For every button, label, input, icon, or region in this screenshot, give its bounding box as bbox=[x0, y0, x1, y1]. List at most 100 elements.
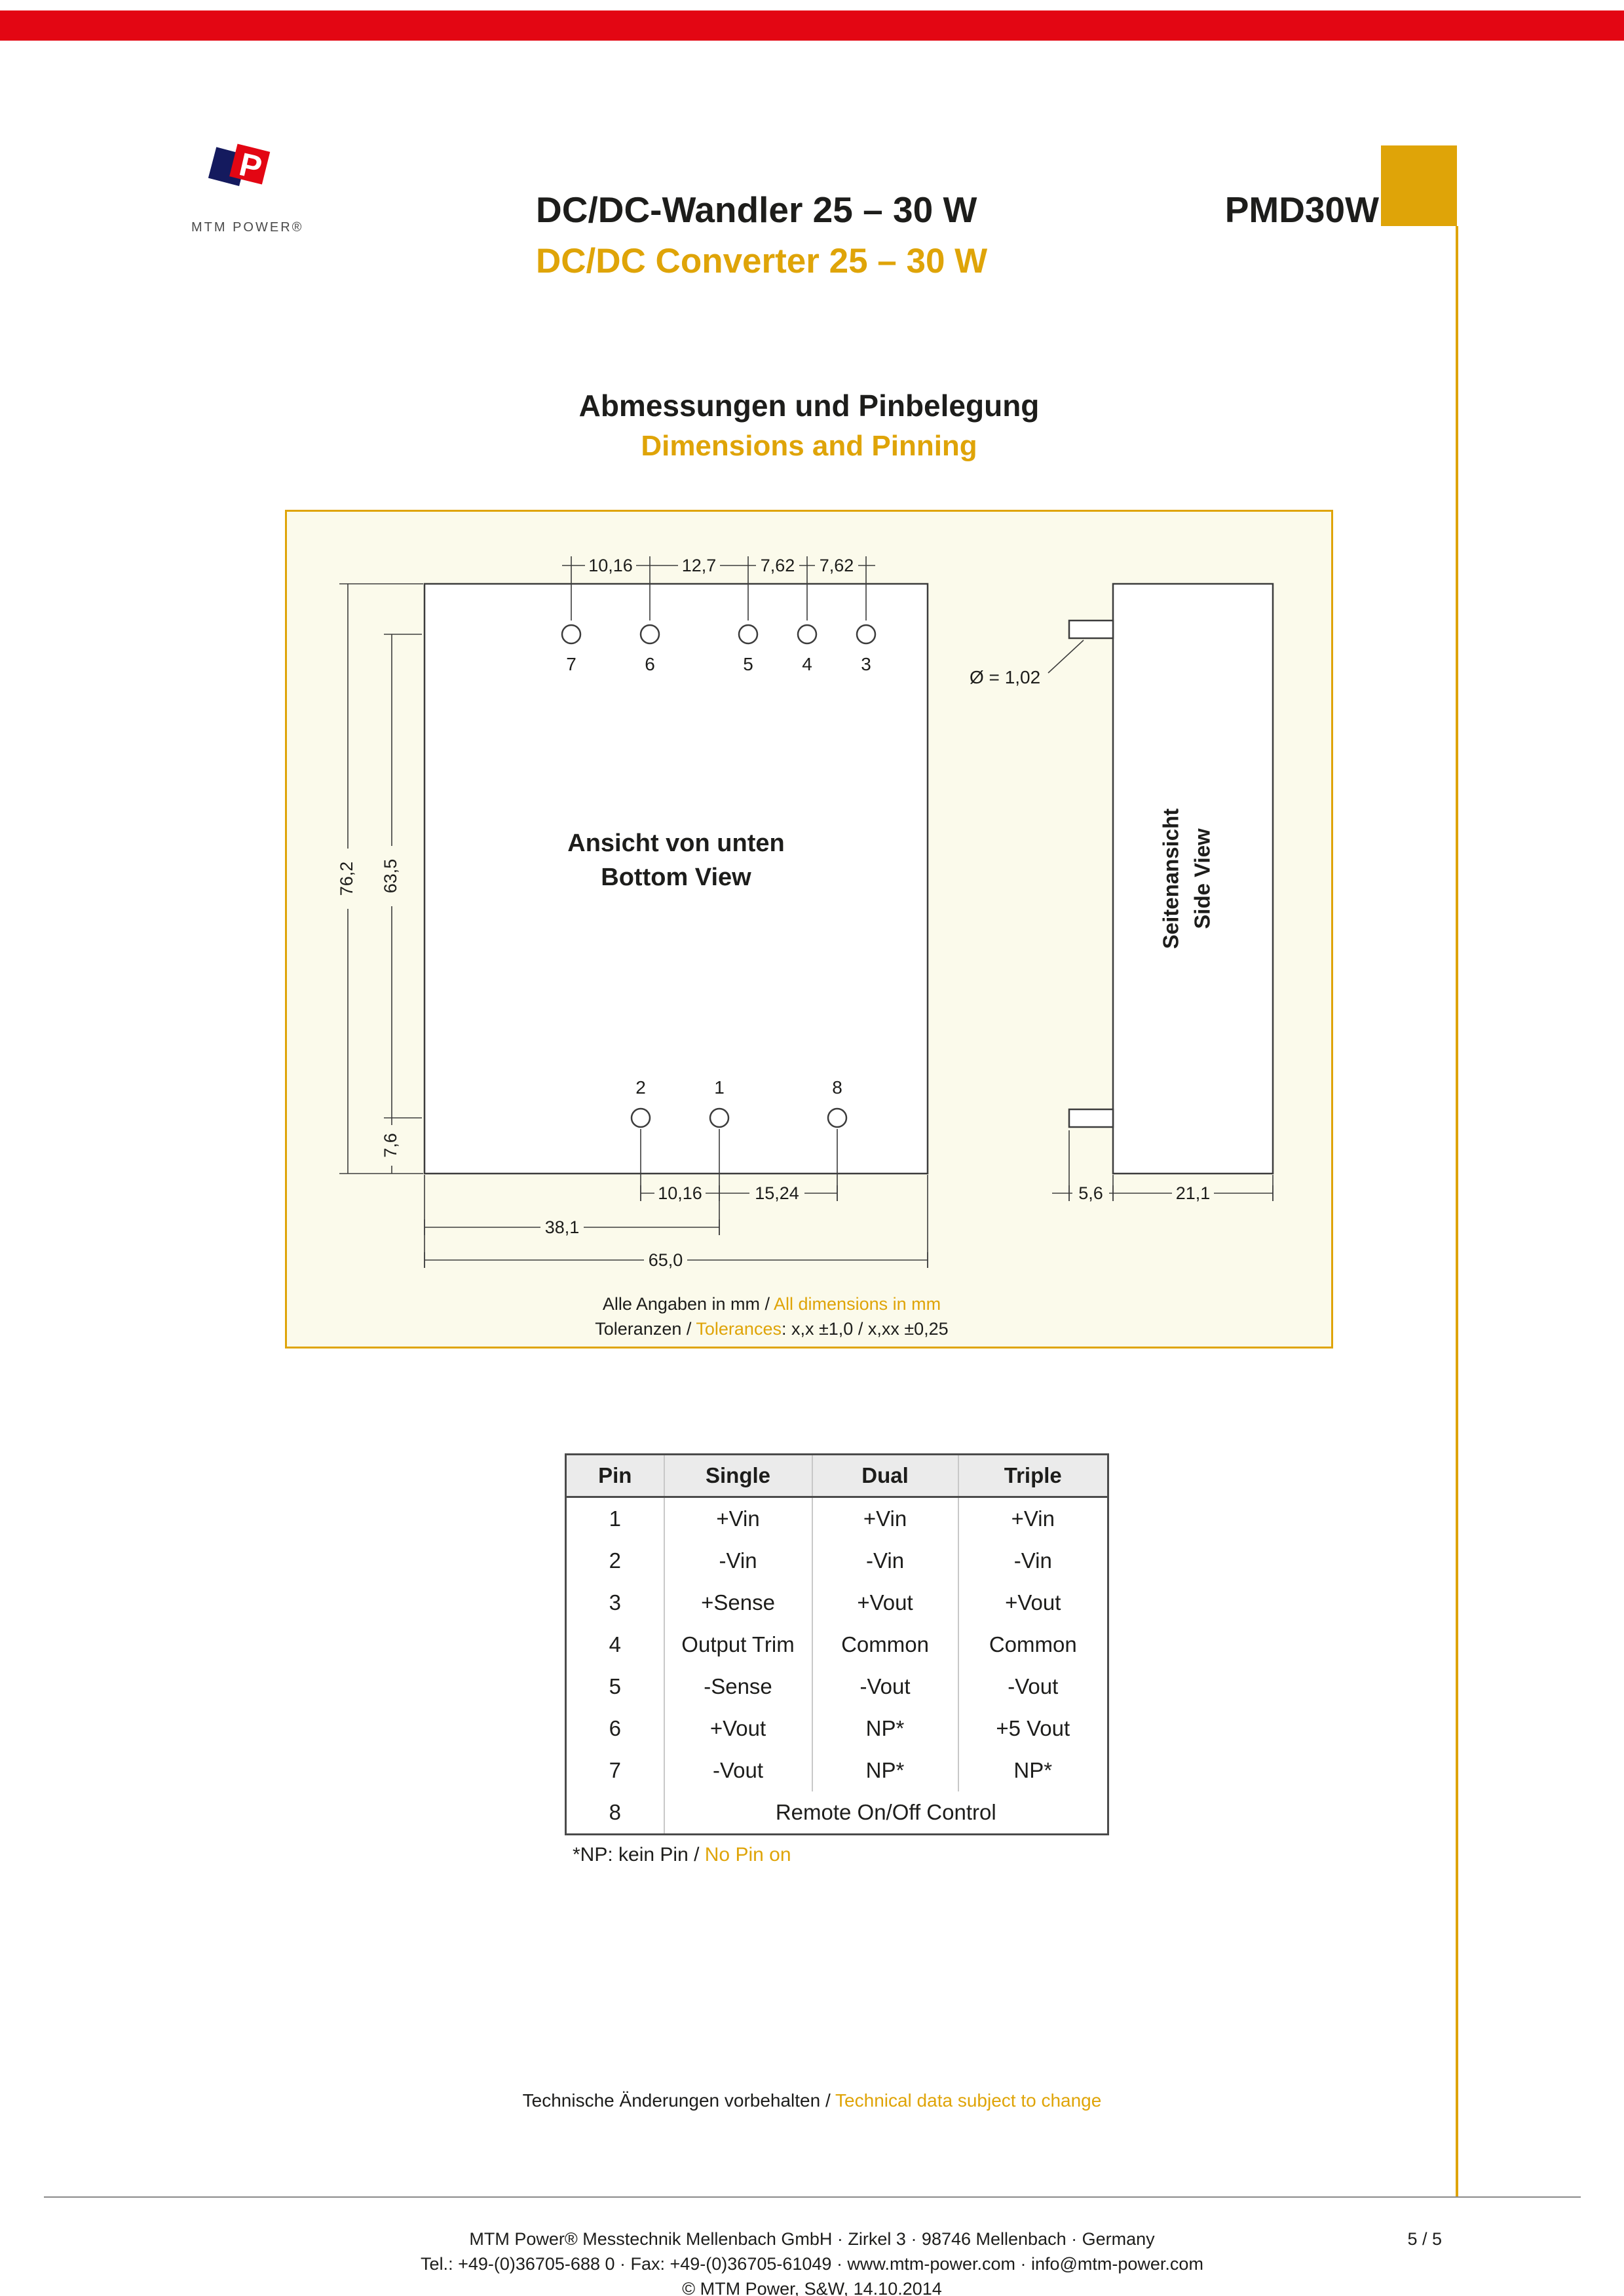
single-cell: +Vout bbox=[663, 1708, 812, 1750]
table-header-row: Pin Single Dual Triple bbox=[565, 1454, 1108, 1498]
dim-label-bg bbox=[379, 1125, 404, 1166]
dual-cell: NP* bbox=[811, 1750, 958, 1791]
gold-corner-block bbox=[1381, 145, 1457, 226]
dual-cell: -Vout bbox=[811, 1666, 958, 1708]
col-header-single: Single bbox=[663, 1454, 812, 1498]
dim-label-bg bbox=[1072, 1183, 1109, 1204]
dim-left-label: 63,5 bbox=[381, 859, 400, 894]
triple-cell: +Vin bbox=[957, 1497, 1108, 1540]
top-dimension-ticks bbox=[571, 556, 867, 575]
triple-cell: +5 Vout bbox=[957, 1708, 1108, 1750]
triple-cell: -Vin bbox=[957, 1540, 1108, 1582]
dim-bottom-label: 15,24 bbox=[755, 1183, 799, 1203]
pin-cell: 8 bbox=[609, 1800, 621, 1824]
pin-assignment-table-wrap: Pin Single Dual Triple 1 +Vin +Vin +Vin … bbox=[565, 1453, 1109, 1835]
tolerance-note-en: Tolerances bbox=[696, 1319, 782, 1339]
remote-control-cell: Remote On/Off Control bbox=[663, 1791, 1108, 1835]
pin-cell: 7 bbox=[609, 1758, 621, 1782]
pin-cell: 5 bbox=[609, 1674, 621, 1698]
pin-cell: 4 bbox=[609, 1632, 621, 1656]
left-extension-lines bbox=[339, 583, 423, 1174]
pin-number-label: 6 bbox=[645, 654, 655, 674]
units-note-de: Alle Angaben in mm / bbox=[603, 1294, 774, 1314]
single-cell: -Vin bbox=[663, 1540, 812, 1582]
pin-number-label: 2 bbox=[635, 1077, 646, 1098]
footer-divider bbox=[44, 2196, 1581, 2198]
table-row: 3 +Sense +Vout +Vout bbox=[566, 1582, 1108, 1624]
pin-8-hole bbox=[827, 1107, 848, 1128]
dim-label-bg bbox=[379, 846, 404, 906]
tolerance-note-de: Toleranzen / bbox=[595, 1319, 696, 1339]
dim-left-label: 76,2 bbox=[337, 862, 356, 896]
pin-5-hole bbox=[738, 624, 759, 645]
dim-bottom-label: 10,16 bbox=[658, 1183, 702, 1203]
dim-label-bg bbox=[585, 555, 636, 576]
side-view-outline bbox=[1112, 583, 1274, 1175]
dimension-drawing: 7 6 5 4 3 2 1 8 Ansicht von unten Bottom… bbox=[335, 555, 1274, 1339]
table-row: 7 -Vout NP* NP* bbox=[566, 1750, 1108, 1791]
triple-cell: NP* bbox=[957, 1750, 1108, 1791]
col-header-pin: Pin bbox=[565, 1454, 664, 1498]
side-view-bottom-pin-tab bbox=[1068, 1108, 1114, 1128]
logo-caption: MTM POWER® bbox=[191, 220, 304, 235]
dim-label-bg bbox=[756, 555, 799, 576]
dual-cell: +Vout bbox=[811, 1582, 958, 1624]
tolerance-note: Toleranzen / Tolerances: x,x ±1,0 / x,xx… bbox=[595, 1319, 948, 1339]
pin-cell: 3 bbox=[609, 1590, 621, 1615]
top-extension-lines bbox=[571, 575, 867, 621]
pin-4-hole bbox=[797, 624, 818, 645]
section-heading-en: Dimensions and Pinning bbox=[641, 430, 977, 462]
footer-address: MTM Power® Messtechnik Mellenbach GmbH ·… bbox=[469, 2229, 1155, 2249]
pin-number-label: 5 bbox=[743, 654, 753, 674]
dim-left-label: 7,6 bbox=[381, 1133, 400, 1158]
pin-6-hole bbox=[639, 624, 660, 645]
pin-3-hole bbox=[856, 624, 877, 645]
dim-label-bg bbox=[335, 849, 360, 909]
triple-cell: Common bbox=[957, 1624, 1108, 1666]
page-title-en: DC/DC Converter 25 – 30 W bbox=[536, 242, 988, 280]
bottom-extension-lines bbox=[424, 1129, 928, 1268]
pin-number-label: 7 bbox=[566, 654, 576, 674]
change-note-de: Technische Änderungen vorbehalten / bbox=[522, 2090, 836, 2111]
dual-cell: -Vin bbox=[811, 1540, 958, 1582]
pin-number-label: 8 bbox=[832, 1077, 842, 1098]
dim-bottom-label: 38,1 bbox=[545, 1217, 580, 1237]
logo-red-diamond bbox=[229, 144, 271, 185]
single-cell: -Vout bbox=[663, 1750, 812, 1791]
table-row: 6 +Vout NP* +5 Vout bbox=[566, 1708, 1108, 1750]
mtm-power-logo-icon: P bbox=[208, 144, 271, 186]
footer-contact: Tel.: +49-(0)36705-688 0 · Fax: +49-(0)3… bbox=[421, 2254, 1203, 2274]
dim-side-label: 5,6 bbox=[1078, 1183, 1103, 1203]
pin-number-label: 4 bbox=[802, 654, 812, 674]
units-note-en: All dimensions in mm bbox=[774, 1294, 941, 1314]
dim-label-bg bbox=[654, 1183, 706, 1204]
dim-label-bg bbox=[1172, 1183, 1214, 1204]
dim-label-bg bbox=[540, 1217, 584, 1238]
col-header-triple: Triple bbox=[957, 1454, 1108, 1498]
dual-cell: Common bbox=[811, 1624, 958, 1666]
footer: MTM Power® Messtechnik Mellenbach GmbH ·… bbox=[0, 2227, 1624, 2296]
dual-cell: NP* bbox=[811, 1708, 958, 1750]
side-view-caption-de: Seitenansicht bbox=[1159, 809, 1183, 949]
col-header-dual: Dual bbox=[811, 1454, 958, 1498]
side-view-top-pin-tab bbox=[1068, 619, 1114, 640]
triple-cell: +Vout bbox=[957, 1582, 1108, 1624]
pin-7-hole bbox=[561, 624, 582, 645]
bottom-view-caption-de: Ansicht von unten bbox=[567, 830, 784, 857]
dim-label-bg bbox=[749, 1183, 804, 1204]
table-row: 4 Output Trim Common Common bbox=[566, 1624, 1108, 1666]
pin-diameter-label: Ø = 1,02 bbox=[970, 667, 1040, 687]
bottom-view-outline bbox=[423, 583, 929, 1175]
pin-cell: 1 bbox=[609, 1506, 621, 1531]
side-dimension-ticks bbox=[1068, 1185, 1274, 1201]
bottom-dimension-ticks bbox=[424, 1185, 928, 1268]
dual-cell: +Vin bbox=[811, 1497, 958, 1540]
pin-number-label: 1 bbox=[714, 1077, 725, 1098]
table-row: 2 -Vin -Vin -Vin bbox=[566, 1540, 1108, 1582]
pin-1-hole bbox=[709, 1107, 730, 1128]
np-footnote: *NP: kein Pin / No Pin on bbox=[573, 1844, 791, 1866]
dim-bottom-label: 65,0 bbox=[649, 1250, 683, 1270]
pin-cell: 2 bbox=[609, 1548, 621, 1573]
pin-assignment-table: Pin Single Dual Triple 1 +Vin +Vin +Vin … bbox=[565, 1453, 1109, 1835]
